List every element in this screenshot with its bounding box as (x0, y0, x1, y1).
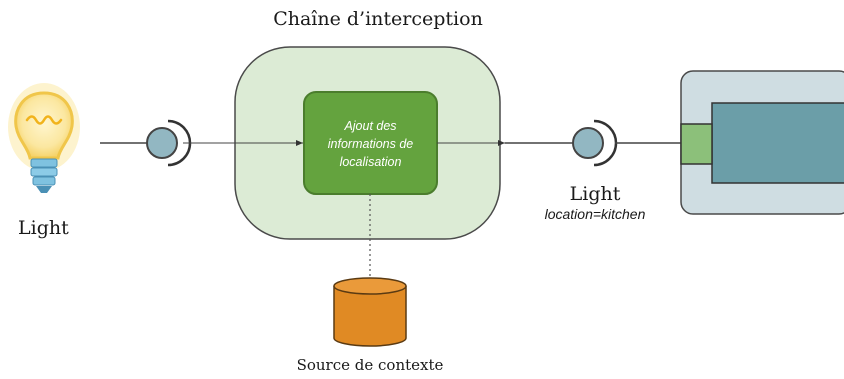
light-bulb-icon (8, 83, 80, 193)
chain-title: Chaîne d’interception (273, 8, 483, 30)
processor-label-line-2: informations de (327, 137, 414, 151)
processor-label: Ajout des informations de localisation (304, 117, 437, 171)
processor-label-line-1: Ajout des (344, 119, 397, 133)
context-source-label: Source de contexte (296, 356, 444, 374)
output-light-label: Light (569, 183, 621, 205)
processor-label-line-3: localisation (339, 155, 402, 169)
database-cylinder-icon (333, 277, 407, 347)
source-light-label: Light (18, 217, 69, 239)
output-location-property: location=kitchen (544, 206, 646, 222)
output-service-port (572, 119, 618, 167)
consumer-component (680, 70, 844, 215)
